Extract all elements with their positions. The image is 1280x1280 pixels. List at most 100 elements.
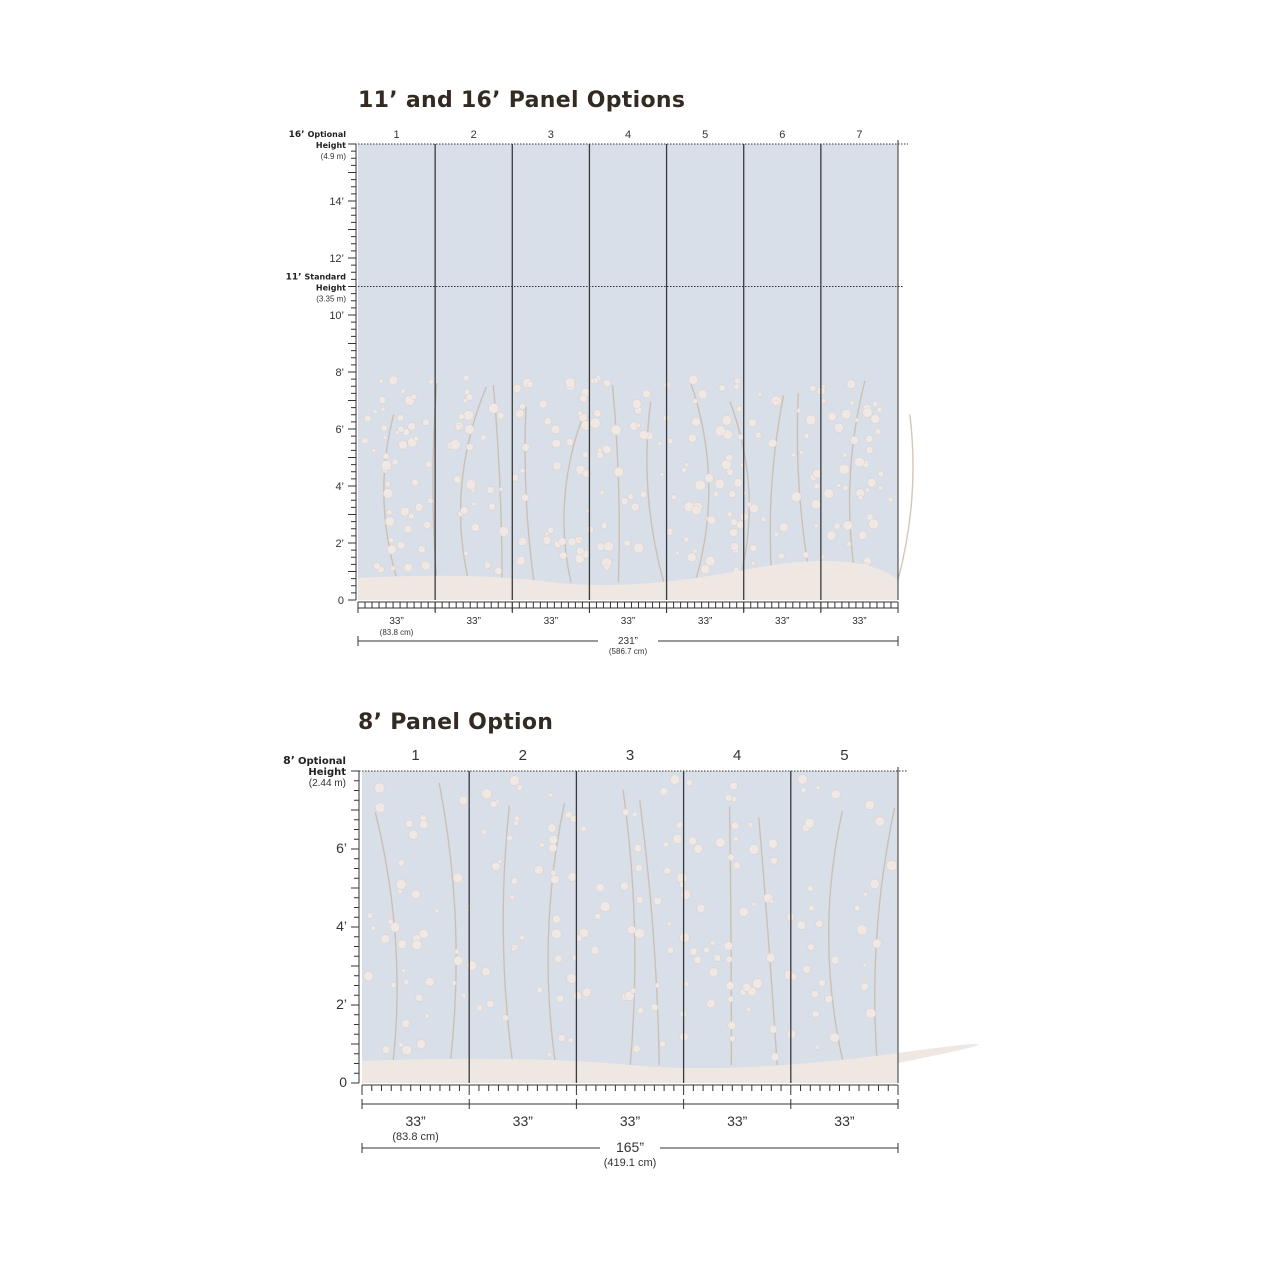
blossom — [659, 472, 665, 477]
blossom — [552, 461, 562, 471]
blossom — [585, 507, 592, 514]
blossom — [854, 456, 865, 468]
blossom — [760, 516, 767, 523]
blossom — [548, 843, 558, 853]
height-tick-label: 2’ — [335, 538, 344, 550]
blossom — [498, 526, 509, 537]
blossom — [752, 978, 763, 989]
blossom — [382, 435, 388, 440]
panel-width-label: 33” — [389, 616, 403, 627]
blossom — [786, 1029, 797, 1040]
blossom — [603, 541, 614, 552]
blossom — [790, 491, 802, 503]
blossom — [513, 820, 519, 826]
blossom — [418, 928, 429, 939]
panel-number: 1 — [411, 747, 419, 764]
branch — [796, 393, 812, 583]
blossom — [737, 434, 744, 441]
blossom — [465, 393, 474, 401]
blossom — [399, 506, 410, 517]
panel-width-label: 33” — [466, 616, 480, 627]
blossom — [736, 520, 745, 530]
blossom — [564, 377, 576, 388]
blossom — [731, 796, 738, 803]
blossom — [497, 859, 503, 864]
blossom — [824, 994, 833, 1004]
blossom — [421, 560, 431, 571]
blossom — [388, 375, 399, 386]
blossom — [700, 564, 711, 575]
blossom — [757, 391, 763, 397]
blossom — [363, 971, 374, 982]
blossom — [718, 384, 726, 392]
height-tick-label: 8’ — [335, 367, 344, 379]
panel-width-label: 33” — [727, 1113, 748, 1129]
blossom — [466, 443, 474, 451]
blossom — [639, 490, 647, 498]
total-width-label: 231” — [618, 636, 638, 647]
blossom — [398, 440, 408, 450]
blossom — [396, 414, 405, 422]
blossom — [820, 554, 826, 560]
blossom — [872, 400, 879, 407]
blossom — [693, 955, 702, 964]
blossom — [631, 399, 642, 409]
blossom — [519, 935, 525, 941]
blossom — [509, 775, 520, 786]
blossom — [380, 424, 388, 432]
blossom — [398, 1042, 404, 1048]
blossom — [361, 437, 369, 445]
blossom — [842, 484, 849, 492]
blossom — [382, 452, 390, 460]
blossom — [395, 879, 407, 890]
branch — [502, 805, 514, 1066]
blossom — [397, 425, 405, 433]
blossom — [401, 968, 406, 974]
blossom — [579, 394, 588, 403]
blossom — [876, 406, 883, 413]
blossom — [642, 389, 652, 399]
blossom — [659, 787, 668, 796]
height-label-main: 11’Standard — [286, 273, 347, 283]
blossom — [735, 405, 743, 413]
blossom — [387, 918, 394, 925]
blossom — [419, 819, 429, 829]
blossom — [725, 955, 733, 963]
blossom — [821, 398, 827, 404]
blossom — [519, 403, 526, 410]
blossom — [826, 530, 837, 541]
blossom — [799, 450, 804, 455]
blossom — [515, 409, 525, 418]
blossom — [813, 482, 821, 490]
blossom — [483, 561, 491, 569]
panel-width-label: 33” — [698, 616, 712, 627]
blossom — [498, 486, 504, 492]
blossom — [666, 921, 672, 927]
blossom — [567, 537, 577, 547]
blossom — [634, 927, 646, 939]
blossom — [679, 932, 690, 943]
blossom — [613, 466, 624, 478]
blossom — [526, 381, 534, 388]
blossom — [519, 467, 526, 474]
blossom — [865, 434, 874, 443]
blossom — [729, 1035, 736, 1042]
branch — [459, 386, 487, 583]
branch — [547, 803, 566, 1066]
blossom — [850, 435, 859, 445]
blossom — [680, 889, 691, 900]
blossom — [547, 823, 557, 833]
blossom — [371, 448, 377, 453]
blossom — [425, 460, 432, 468]
blossom — [659, 1040, 666, 1048]
blossom — [599, 901, 611, 912]
blossom — [841, 409, 852, 420]
blossom — [632, 1044, 641, 1053]
blossom — [517, 537, 527, 546]
blossom — [455, 423, 462, 431]
blossom — [382, 488, 394, 499]
